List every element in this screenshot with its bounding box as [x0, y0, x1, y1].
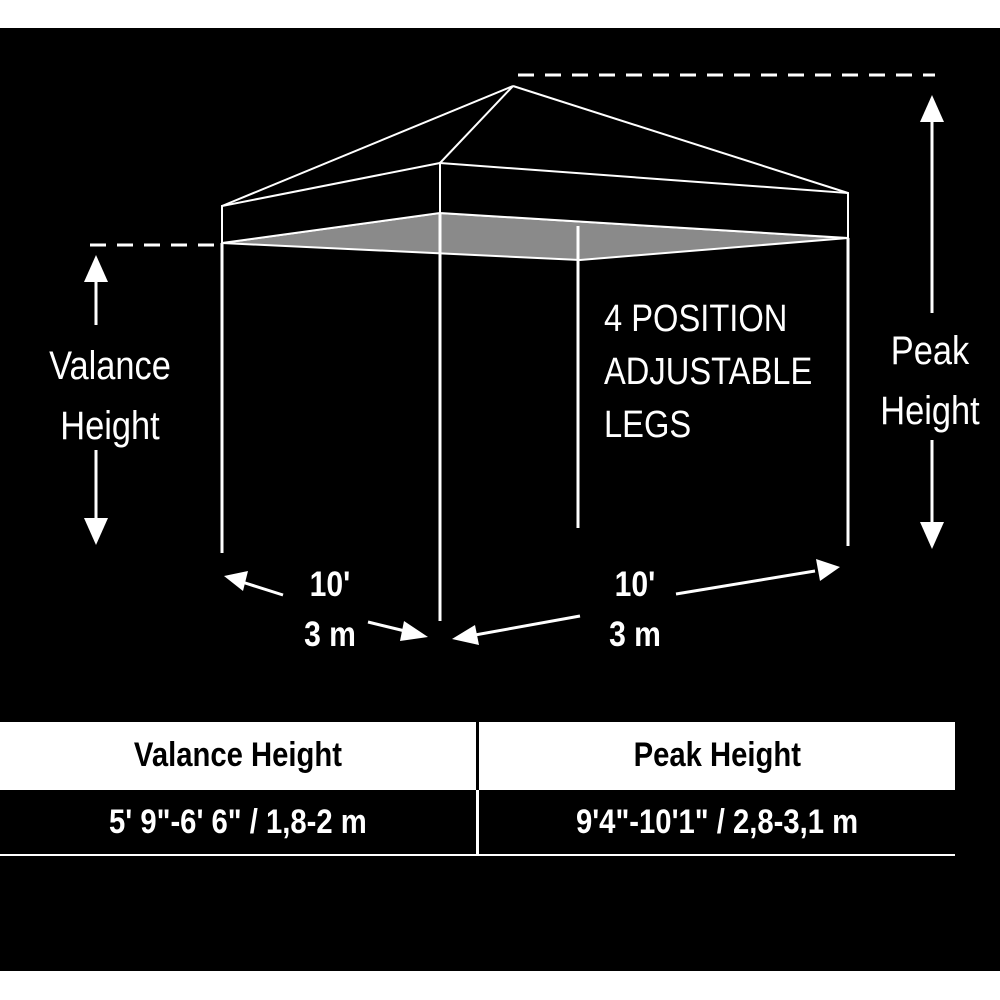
width-dimension-right: 10' 3 m [566, 560, 704, 660]
width-dimension-left: 10' 3 m [261, 560, 399, 660]
height-spec-table: Valance Height Peak Height 5' 9"-6' 6" /… [0, 722, 955, 856]
valance-height-label: Valance Height [33, 336, 188, 456]
width-right-feet: 10' [614, 565, 656, 604]
valance-label-line-1: Valance [49, 344, 171, 388]
table-value-row: 5' 9"-6' 6" / 1,8-2 m 9'4"-10'1" / 2,8-3… [0, 788, 955, 856]
legs-label-line-2: ADJUSTABLE [604, 351, 813, 393]
peak-height-value: 9'4"-10'1" / 2,8-3,1 m [476, 788, 955, 856]
width-left-meters: 3 m [304, 615, 356, 654]
peak-height-arrow [920, 95, 944, 549]
canopy-roof [221, 85, 849, 207]
peak-height-label: Peak Height [870, 321, 990, 441]
width-right-meters: 3 m [609, 615, 661, 654]
peak-height-header: Peak Height [476, 722, 955, 789]
peak-label-line-1: Peak [890, 329, 970, 373]
valance-height-value: 5' 9"-6' 6" / 1,8-2 m [0, 788, 478, 856]
valance-height-arrow [84, 255, 108, 545]
valance-height-header: Valance Height [0, 722, 478, 789]
height-guides [90, 73, 935, 247]
adjustable-legs-label: 4 POSITION ADJUSTABLE LEGS [604, 293, 812, 452]
canopy-diagram [84, 73, 944, 645]
width-left-feet: 10' [309, 565, 351, 604]
valance-label-line-2: Height [60, 404, 160, 448]
canopy-legs [220, 213, 850, 621]
table-header-row: Valance Height Peak Height [0, 722, 955, 789]
diagram-panel: Valance Height Peak Height 4 POSITION AD… [0, 28, 1000, 971]
peak-label-line-2: Height [880, 389, 980, 433]
legs-label-line-3: LEGS [604, 404, 692, 446]
width-arrows [224, 559, 840, 645]
legs-label-line-1: 4 POSITION [604, 298, 788, 340]
